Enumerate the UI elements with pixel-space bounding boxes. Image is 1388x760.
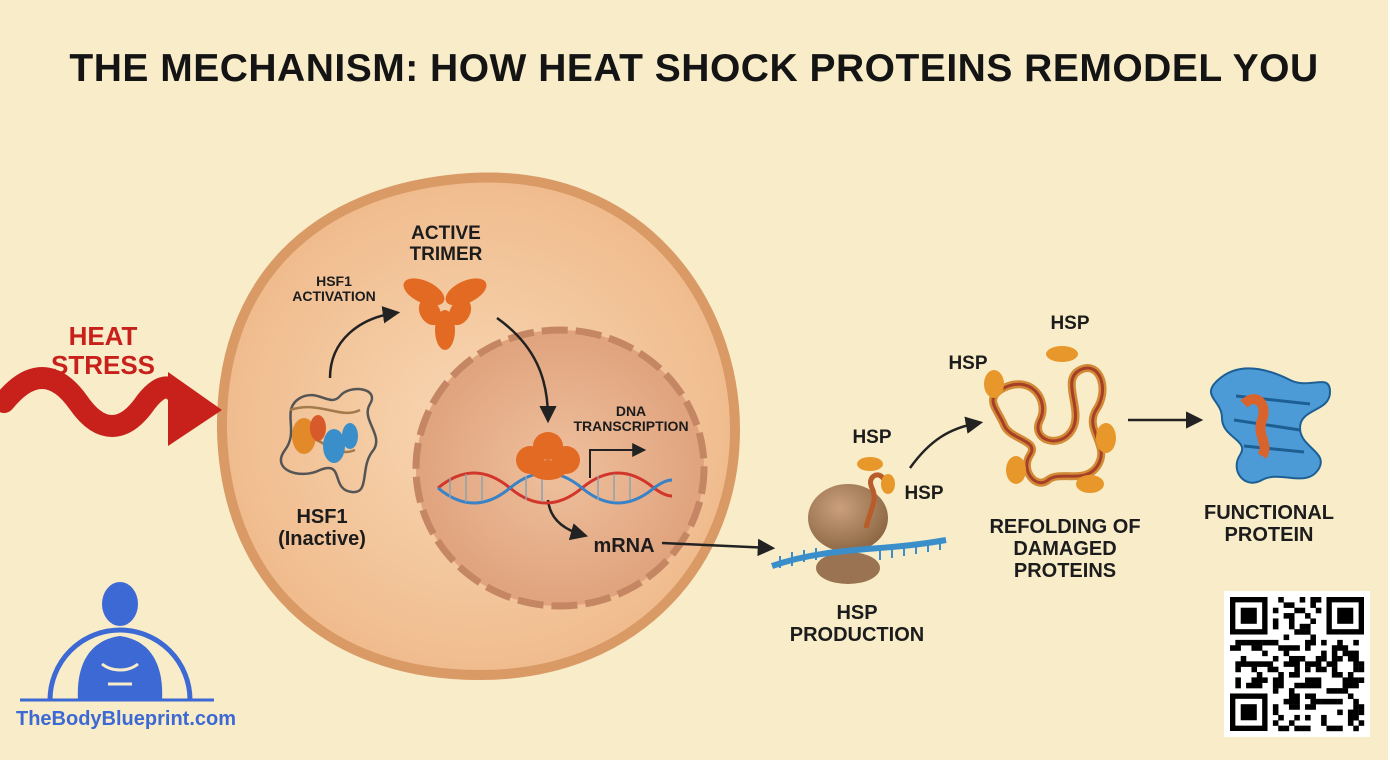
functional-protein-icon: [1210, 367, 1332, 484]
heat-stress-label: HEAT STRESS: [44, 322, 162, 379]
hsf1-activation-label: HSF1 ACTIVATION: [282, 273, 386, 305]
hsf1-activation-line2: ACTIVATION: [292, 288, 376, 305]
refolding-line1: REFOLDING OF: [989, 516, 1141, 538]
functional-protein-label: FUNCTIONAL PROTEIN: [1194, 502, 1344, 546]
hsp-label: HSP: [852, 427, 892, 448]
hsp-chaperone-icon: [881, 474, 895, 494]
refolding-label: REFOLDING OF DAMAGED PROTEINS: [982, 516, 1148, 582]
hsp-label: HSP: [1050, 313, 1090, 334]
active-trimer-line1: ACTIVE: [411, 223, 481, 244]
hsp-label: HSP: [904, 483, 944, 504]
hsp-chaperone-icon: [857, 457, 883, 471]
active-trimer-icon: [403, 278, 487, 350]
dna-transcription-line1: DNA: [615, 403, 647, 419]
heat-wave-arrow-icon: [0, 367, 222, 446]
hsf1-activation-line1: HSF1: [316, 273, 352, 289]
damaged-protein-icon: [989, 364, 1107, 487]
qr-code-graphic: [1230, 597, 1365, 732]
hsp-production-label: HSP PRODUCTION: [782, 602, 932, 646]
bodybuilder-logo-icon: [20, 582, 214, 702]
hsp-chaperone-icon: [1046, 346, 1078, 362]
hsf1-inactive-protein-icon: [279, 387, 378, 494]
hsp-production-line1: HSP: [836, 602, 878, 624]
functional-protein-line1: FUNCTIONAL: [1204, 502, 1334, 524]
ribosome-icon: [771, 472, 947, 584]
transcription-arrow: [589, 443, 647, 478]
hsf1-inactive-line1: HSF1: [296, 506, 348, 528]
heat-stress-line1: HEAT: [68, 321, 138, 351]
dna-transcription-label: DNA TRANSCRIPTION: [566, 403, 696, 435]
hsp-chaperone-icon: [1096, 423, 1116, 453]
refolding-line2: DAMAGED: [1013, 538, 1117, 560]
production-to-refolding-arrow: [908, 416, 984, 469]
heat-stress-line2: STRESS: [50, 349, 156, 380]
dna-helix-icon: [437, 471, 673, 505]
activation-arrow: [328, 306, 401, 379]
hsp-chaperone-icon: [984, 370, 1004, 398]
dna-to-mrna-arrow: [546, 499, 589, 541]
refolding-line3: PROTEINS: [1013, 560, 1117, 582]
bound-trimer-icon: [516, 432, 580, 480]
hsp-label: HSP: [948, 353, 988, 374]
trimer-to-dna-arrow: [496, 316, 557, 424]
functional-protein-line2: PROTEIN: [1224, 524, 1314, 546]
dna-transcription-line2: TRANSCRIPTION: [573, 418, 689, 435]
hsf1-inactive-label: HSF1 (Inactive): [262, 506, 382, 550]
mrna-to-ribosome-arrow: [661, 538, 776, 557]
qr-code-icon[interactable]: [1224, 591, 1370, 737]
hsp-chaperone-icon: [1076, 475, 1104, 493]
hsp-production-line2: PRODUCTION: [789, 624, 925, 646]
active-trimer-label: ACTIVE TRIMER: [402, 223, 490, 266]
brand-website[interactable]: TheBodyBlueprint.com: [16, 708, 237, 730]
page-title: THE MECHANISM: HOW HEAT SHOCK PROTEINS R…: [69, 47, 1319, 90]
hsp-chaperone-icon: [1006, 456, 1026, 484]
active-trimer-line2: TRIMER: [409, 243, 483, 265]
mrna-label: mRNA: [593, 535, 655, 557]
hsf1-inactive-line2: (Inactive): [278, 528, 366, 550]
